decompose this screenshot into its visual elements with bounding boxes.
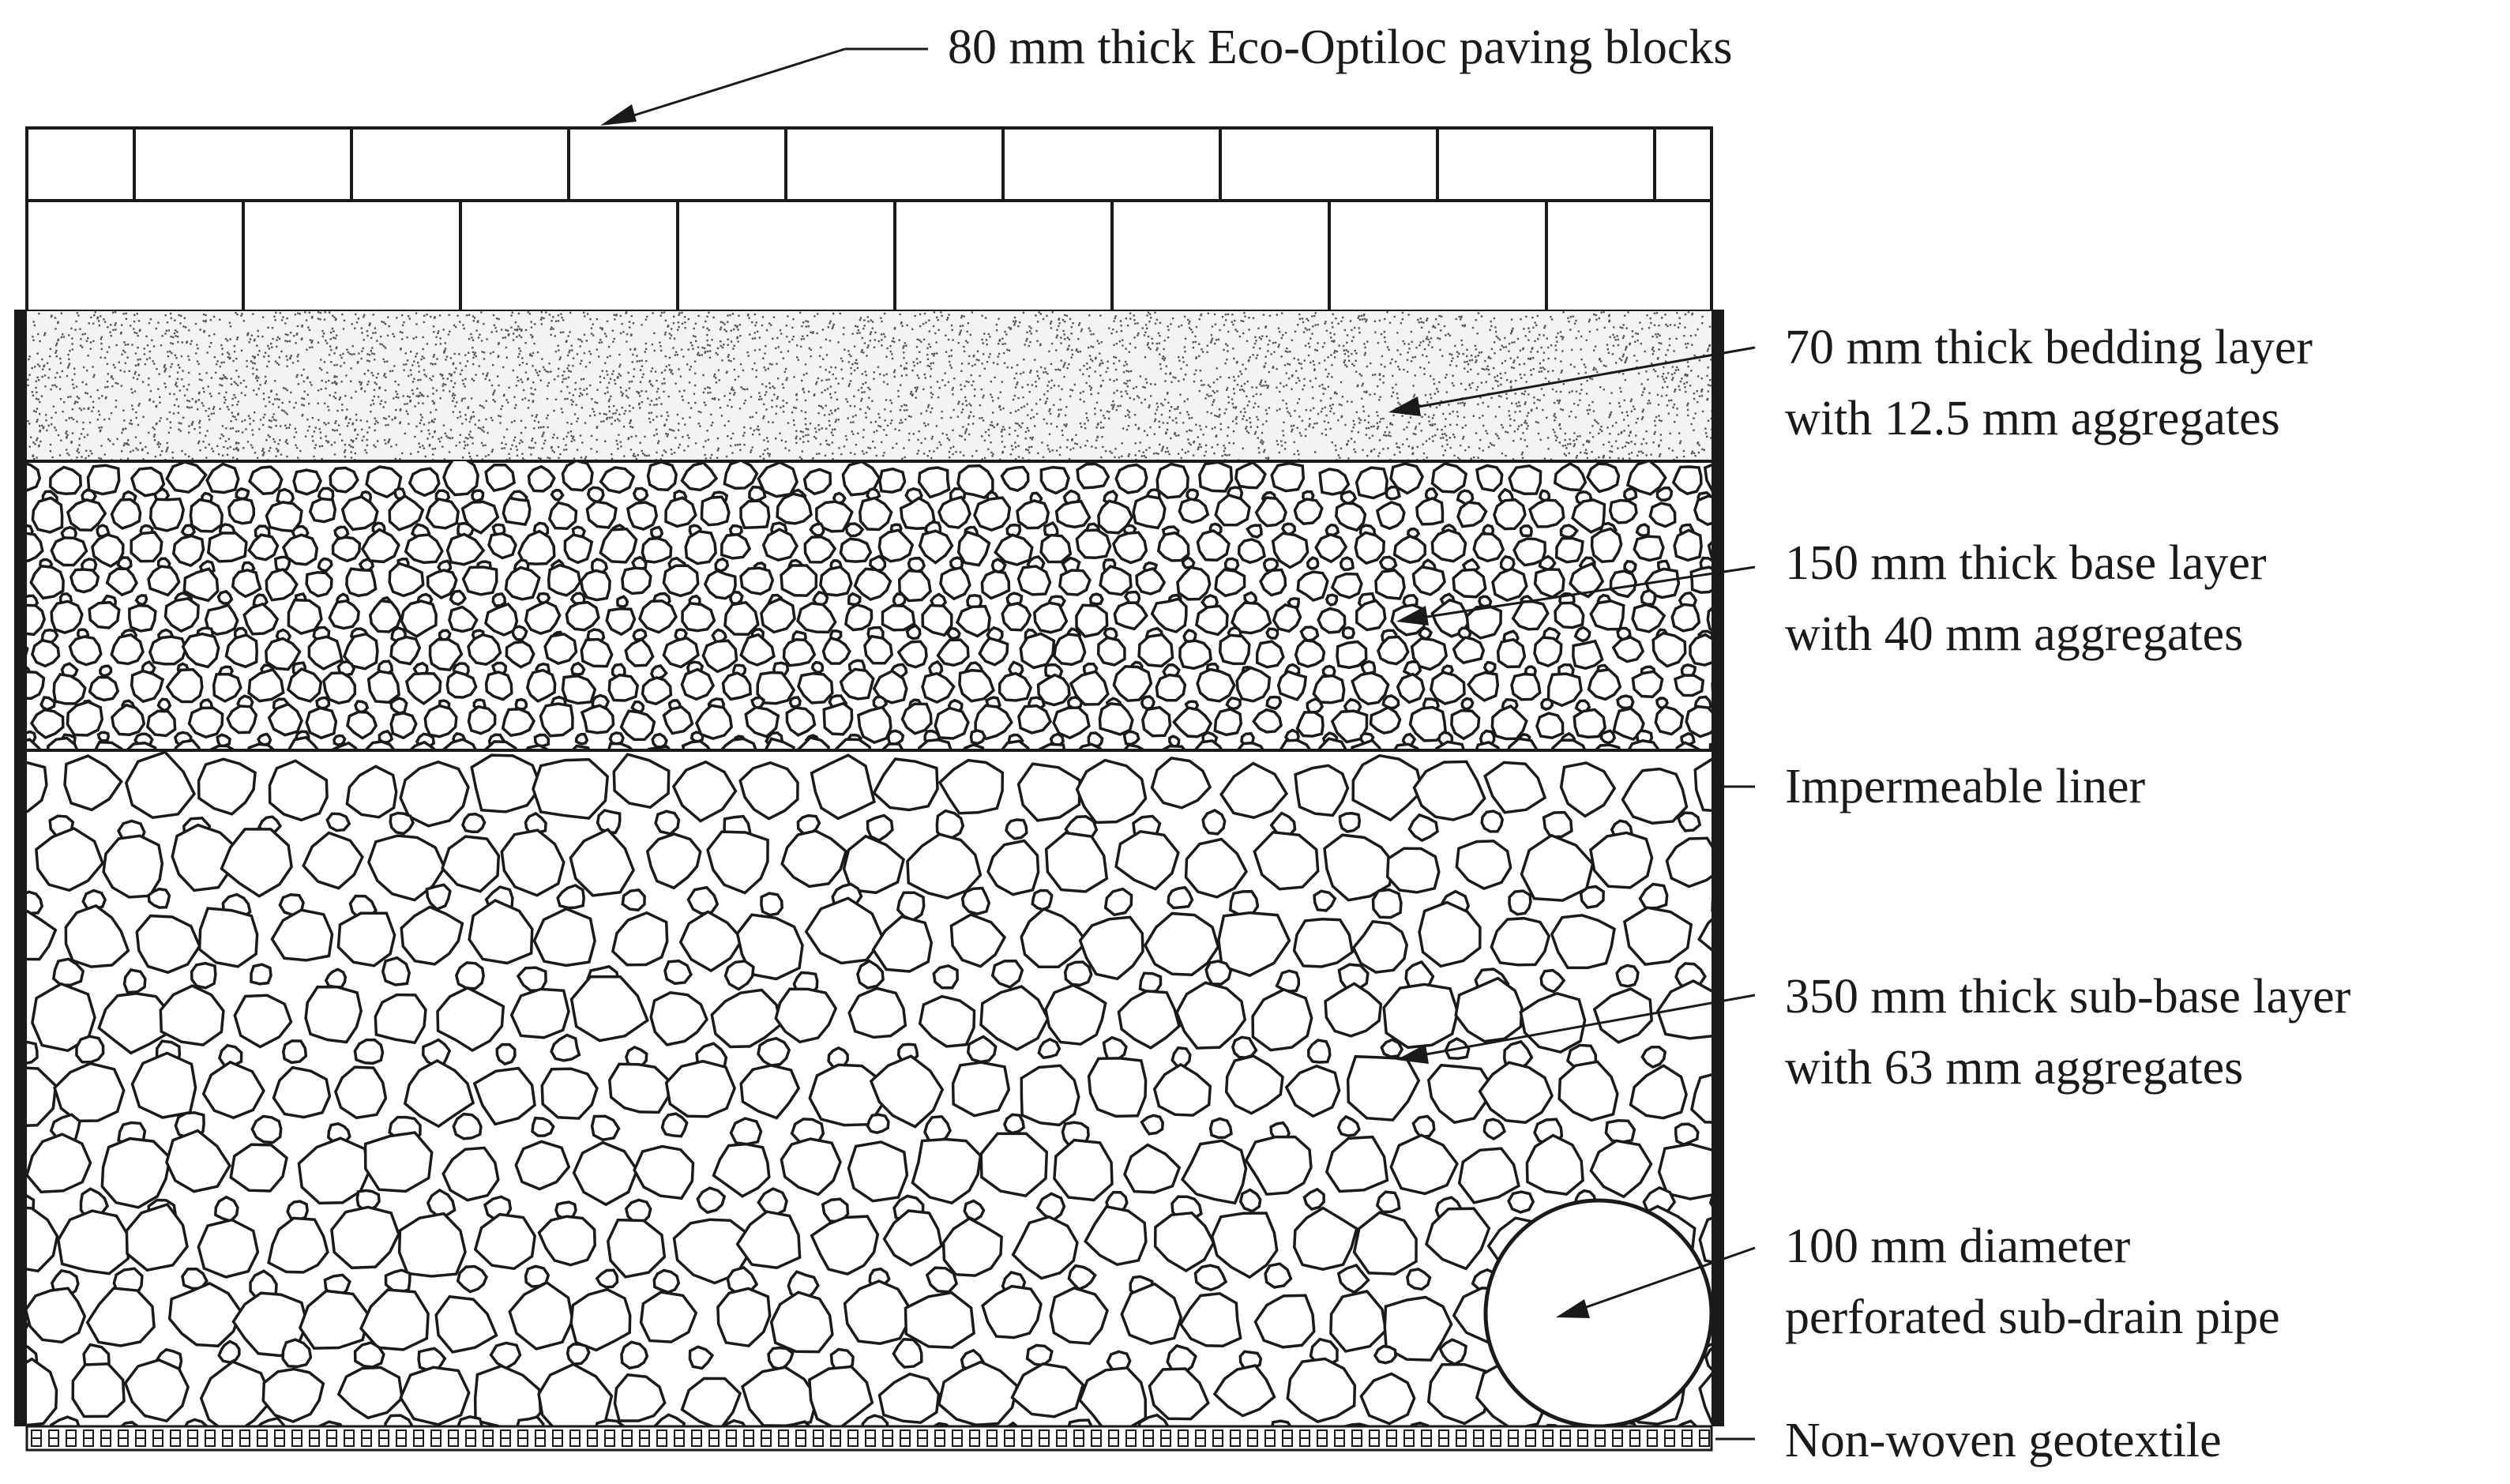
label-subbase-line2: with 63 mm aggregates — [1785, 1041, 2243, 1095]
impermeable-liner-right — [1712, 310, 1724, 1426]
label-geotextile: Non-woven geotextile — [1785, 1414, 2222, 1467]
geotextile-weave-texture — [31, 1430, 1710, 1447]
paving-block-joints — [133, 128, 1656, 311]
base-aggregate-texture — [27, 461, 1712, 750]
label-bedding-line1: 70 mm thick bedding layer — [1785, 321, 2313, 374]
leader-lines — [600, 47, 1756, 1441]
bedding-sand-texture — [27, 311, 1712, 461]
subbase-layer — [27, 750, 1712, 1426]
subbase-aggregate-texture — [27, 750, 1712, 1426]
label-pipe-line1: 100 mm diameter — [1785, 1219, 2131, 1273]
label-pipe-line2: perforated sub-drain pipe — [1785, 1291, 2280, 1344]
label-base-line1: 150 mm thick base layer — [1785, 536, 2267, 590]
label-base-line2: with 40 mm aggregates — [1785, 607, 2243, 661]
paving-blocks-layer — [25, 126, 1713, 313]
label-impermeable-liner: Impermeable liner — [1785, 760, 2146, 813]
label-paving-blocks: 80 mm thick Eco-Optiloc paving blocks — [948, 21, 1733, 74]
label-bedding-line2: with 12.5 mm aggregates — [1785, 392, 2280, 445]
geotextile-layer — [25, 1425, 1713, 1452]
bedding-layer — [27, 311, 1712, 463]
base-layer — [27, 461, 1712, 752]
impermeable-liner-left — [14, 310, 27, 1426]
subdrain-pipe — [1483, 1198, 1714, 1429]
label-subbase-line1: 350 mm thick sub-base layer — [1785, 970, 2351, 1024]
